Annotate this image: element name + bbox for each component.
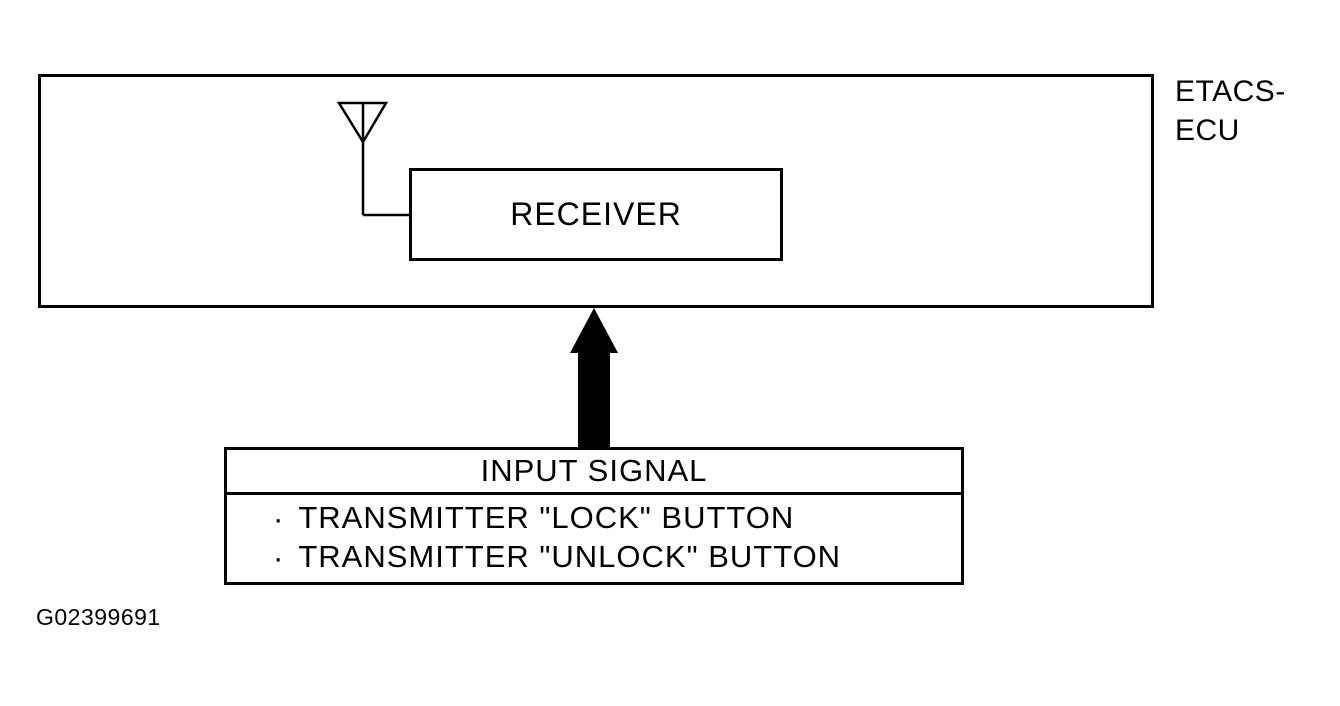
input-signal-box: INPUT SIGNAL · TRANSMITTER "LOCK" BUTTON… (224, 447, 964, 585)
list-item: · TRANSMITTER "LOCK" BUTTON (227, 500, 961, 536)
bullet-icon: · (273, 500, 285, 536)
input-signal-header: INPUT SIGNAL (227, 450, 961, 495)
etacs-ecu-box (38, 74, 1154, 308)
etacs-ecu-label: ETACS- ECU (1175, 75, 1286, 147)
bullet-icon: · (273, 539, 285, 575)
input-item-label: TRANSMITTER "UNLOCK" BUTTON (298, 539, 842, 574)
figure-id: G02399691 (36, 604, 161, 630)
input-item-label: TRANSMITTER "LOCK" BUTTON (298, 500, 795, 535)
input-signal-list: · TRANSMITTER "LOCK" BUTTON · TRANSMITTE… (227, 495, 961, 582)
list-item: · TRANSMITTER "UNLOCK" BUTTON (227, 539, 961, 575)
receiver-box: RECEIVER (409, 168, 783, 261)
up-arrow-icon (570, 308, 618, 447)
receiver-label: RECEIVER (510, 196, 682, 232)
